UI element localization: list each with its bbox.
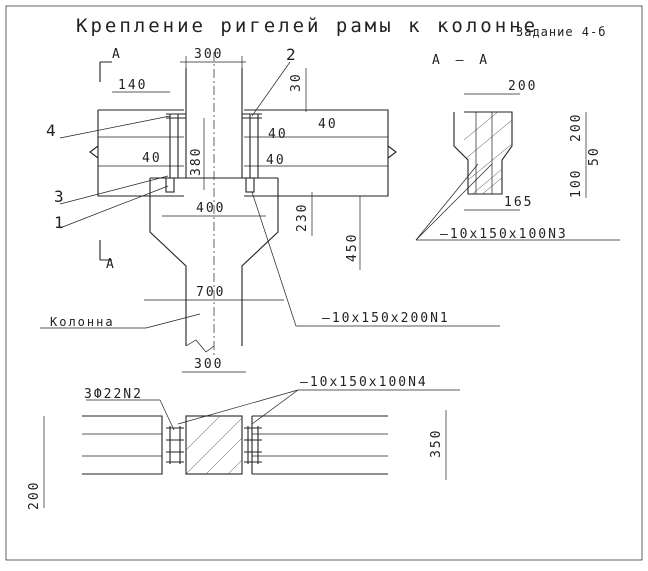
callout-2: 2: [286, 45, 296, 64]
task-label: Задание 4-б: [516, 25, 606, 39]
sheet-border: [5, 5, 643, 561]
dim-40-b: 40: [268, 127, 288, 142]
dim-30: 30: [289, 72, 304, 92]
section-a-a: А – А 200 200 50 100 165 –10x150x100N3: [415, 53, 620, 242]
plate-n1-label: –10x150x200N1: [322, 311, 450, 326]
callout-4: 4: [46, 121, 56, 140]
plan-column: [185, 415, 243, 475]
section-column-strip: [475, 111, 493, 195]
dim-300-top: 300: [194, 47, 223, 62]
dim-400: 400: [196, 201, 225, 216]
callout-3: 3: [54, 187, 64, 206]
dim-40-a: 40: [318, 117, 338, 132]
dim-700: 700: [196, 285, 225, 300]
section-outline: [453, 111, 513, 195]
plate-2: [242, 113, 262, 178]
section-marker-top: А: [112, 47, 120, 62]
drawing-title: Крепление ригелей рамы к колонне: [76, 15, 538, 37]
plate-1-left: [165, 177, 175, 193]
dim-section-100: 100: [569, 169, 584, 198]
dim-140: 140: [118, 78, 147, 93]
rebar-label: 3Ф22N2: [84, 387, 143, 402]
plan-connection-left: [166, 426, 184, 464]
dim-200: 200: [27, 481, 42, 510]
plate-n4-label: –10x150x100N4: [300, 375, 428, 390]
plate-n3-label: –10x150x100N3: [440, 227, 568, 242]
dim-300-bottom: 300: [194, 357, 223, 372]
dim-380: 380: [189, 147, 204, 176]
column-label: Колонна: [50, 315, 115, 329]
plate-1-right: [245, 177, 255, 193]
plan-connection-right: [244, 426, 262, 464]
left-beam: [89, 109, 184, 197]
dim-450: 450: [345, 233, 360, 262]
dim-350: 350: [429, 429, 444, 458]
dim-section-200-top: 200: [508, 79, 537, 94]
main-view: 300 140 30 40 40 40 40 380 400 230 450 7…: [40, 45, 500, 373]
plate-4: [166, 113, 186, 178]
dim-230: 230: [295, 203, 310, 232]
plan-view: 3Ф22N2 –10x150x100N4 350 200: [27, 375, 460, 510]
right-beam: [244, 109, 397, 197]
plan-beams: [82, 415, 388, 475]
section-title: А – А: [432, 53, 491, 68]
dim-40-d: 40: [266, 153, 286, 168]
dim-section-50: 50: [587, 146, 602, 166]
dim-section-200-side: 200: [569, 113, 584, 142]
callout-1: 1: [54, 213, 64, 232]
dim-40-c: 40: [142, 151, 162, 166]
dim-section-165: 165: [504, 195, 533, 210]
section-marker-bottom: А: [106, 257, 114, 272]
